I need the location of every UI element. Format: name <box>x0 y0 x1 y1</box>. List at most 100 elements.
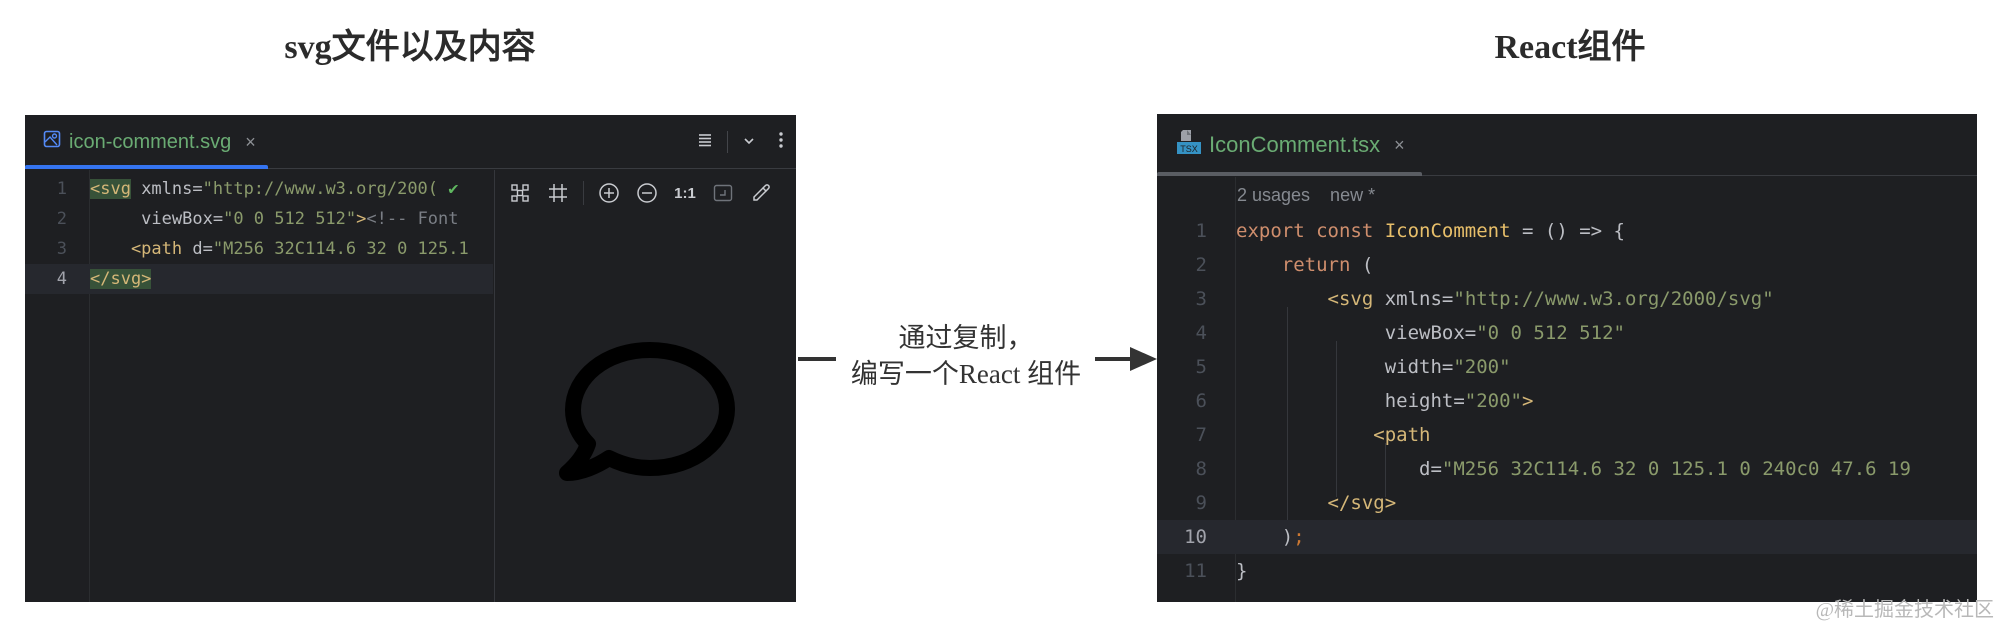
code-text: viewBox="0 0 512 512" <box>1236 322 1977 344</box>
code-line-current[interactable]: 4 </svg> <box>25 264 493 294</box>
code-token: = <box>192 179 203 199</box>
svg-preview-pane: 1:1 <box>494 170 796 602</box>
code-line[interactable]: 3 <svg xmlns="http://www.w3.org/2000/svg… <box>1157 282 1977 316</box>
color-picker-icon[interactable] <box>748 180 774 206</box>
code-line[interactable]: 2 viewBox="0 0 512 512"><!-- Font <box>25 204 493 234</box>
code-token: "200" <box>1453 356 1511 378</box>
code-token: ) <box>1236 526 1294 548</box>
code-token: d <box>182 239 203 259</box>
code-text: export const IconComment = () => { <box>1236 220 1977 242</box>
tab-label: IconComment.tsx <box>1209 132 1381 157</box>
code-line[interactable]: 11 } <box>1157 554 1977 588</box>
code-token: "0 0 512 512" <box>1476 322 1625 344</box>
code-token: > <box>356 209 367 229</box>
inlay-usages-hint[interactable]: 2 usages new * <box>1237 185 1376 205</box>
code-line[interactable]: 2 return ( <box>1157 248 1977 282</box>
chessboard-toggle-icon[interactable] <box>507 180 533 206</box>
svg-image-file-icon <box>43 130 61 154</box>
code-text: viewBox="0 0 512 512"><!-- Font <box>90 209 493 229</box>
actual-size-button[interactable]: 1:1 <box>674 184 696 202</box>
code-line[interactable]: 5 width="200" <box>1157 350 1977 384</box>
code-line[interactable]: 1 <svg xmlns="http://www.w3.org/200( ✔ <box>25 174 493 204</box>
code-token: ; <box>1293 526 1305 548</box>
divider <box>727 131 728 153</box>
code-token: <path <box>90 239 183 259</box>
code-text: </svg> <box>1236 492 1977 514</box>
connector-line <box>798 357 836 361</box>
code-line[interactable]: 7 <path <box>1157 418 1977 452</box>
line-number: 4 <box>1195 322 1207 344</box>
code-line-current[interactable]: 10 ); <box>1157 520 1977 554</box>
code-text: d="M256 32C114.6 32 0 125.1 0 240c0 47.6… <box>1236 458 1977 480</box>
code-token: xmlns <box>130 179 193 199</box>
preview-toolbar: 1:1 <box>507 176 774 210</box>
connector-label-line-1: 通过复制， <box>898 323 1034 353</box>
code-token: <path <box>1236 424 1431 446</box>
editor-layout-menu-icon[interactable] <box>697 132 713 152</box>
code-text: </svg> <box>90 269 493 289</box>
tab-icon-comment-svg[interactable]: icon-comment.svg × <box>25 115 268 169</box>
line-number: 10 <box>1184 526 1207 548</box>
code-token: "200" <box>1464 390 1522 412</box>
more-options-icon[interactable] <box>778 131 784 153</box>
line-number: 2 <box>1195 254 1207 276</box>
connector-line <box>1095 357 1133 361</box>
code-token: > <box>1522 390 1534 412</box>
code-token: width <box>1236 356 1442 378</box>
code-text: ); <box>1236 526 1977 548</box>
indent-guide <box>1385 443 1386 497</box>
code-line[interactable]: 3 <path d="M256 32C114.6 32 0 125.1 <box>25 234 493 264</box>
arrow-right-icon <box>1130 347 1157 371</box>
code-token: <svg <box>1236 288 1374 310</box>
code-text: } <box>1236 560 1977 582</box>
code-token: "http://www.w3.org/200( <box>202 179 439 199</box>
grid-toggle-icon[interactable] <box>545 180 571 206</box>
react-component-editor: TSX IconComment.tsx × 2 usages new * 1 e… <box>1157 114 1977 602</box>
code-token: ( <box>1350 254 1374 276</box>
code-token: = <box>1441 288 1454 310</box>
line-number: 7 <box>1195 424 1207 446</box>
code-token: ✔ <box>438 179 459 199</box>
tab-label: icon-comment.svg <box>69 130 232 153</box>
close-tab-icon[interactable]: × <box>245 131 256 152</box>
code-line[interactable]: 6 height="200"> <box>1157 384 1977 418</box>
code-line[interactable]: 1 export const IconComment = () => { <box>1157 214 1977 248</box>
svg-text:TSX: TSX <box>1180 144 1198 154</box>
code-token: height <box>1236 390 1454 412</box>
code-line[interactable]: 4 viewBox="0 0 512 512" <box>1157 316 1977 350</box>
zoom-in-icon[interactable] <box>596 180 622 206</box>
code-text: width="200" <box>1236 356 1977 378</box>
code-text: <svg xmlns="http://www.w3.org/2000/svg" <box>1236 288 1977 310</box>
tab-actions <box>697 115 784 169</box>
line-number-gutter <box>1157 177 1236 602</box>
tab-iconcomment-tsx[interactable]: TSX IconComment.tsx × <box>1157 114 1422 176</box>
code-text: <path <box>1236 424 1977 446</box>
code-token: viewBox <box>90 209 213 229</box>
code-editor[interactable]: 2 usages new * 1 export const IconCommen… <box>1157 177 1977 602</box>
code-token: = () => { <box>1510 220 1625 242</box>
divider <box>583 181 584 205</box>
code-token: export const <box>1236 220 1385 242</box>
code-token: "0 0 512 512" <box>223 209 357 229</box>
fit-zoom-icon[interactable] <box>710 180 736 206</box>
code-token: = <box>202 239 213 259</box>
code-token: "M256 32C114.6 32 0 125.1 0 240c0 47.6 1… <box>1441 458 1911 480</box>
line-number: 5 <box>1195 356 1207 378</box>
code-token: = <box>1441 356 1454 378</box>
close-tab-icon[interactable]: × <box>1394 134 1405 155</box>
line-number: 3 <box>56 239 67 259</box>
zoom-out-icon[interactable] <box>634 180 660 206</box>
code-token: = <box>1430 458 1442 480</box>
indent-guide <box>1287 307 1288 531</box>
code-editor[interactable]: 1 <svg xmlns="http://www.w3.org/200( ✔ 2… <box>25 170 493 602</box>
editor-tab-bar: icon-comment.svg × <box>25 115 796 169</box>
watermark: @稀土掘金技术社区 <box>1815 599 1994 621</box>
code-line[interactable]: 9 </svg> <box>1157 486 1977 520</box>
code-token: = <box>1464 322 1477 344</box>
code-text: return ( <box>1236 254 1977 276</box>
code-line[interactable]: 8 d="M256 32C114.6 32 0 125.1 0 240c0 47… <box>1157 452 1977 486</box>
line-number: 4 <box>56 269 67 289</box>
active-tab-indicator <box>25 165 268 169</box>
chevron-down-icon[interactable] <box>742 133 756 152</box>
code-token: <!-- Font <box>366 209 459 229</box>
